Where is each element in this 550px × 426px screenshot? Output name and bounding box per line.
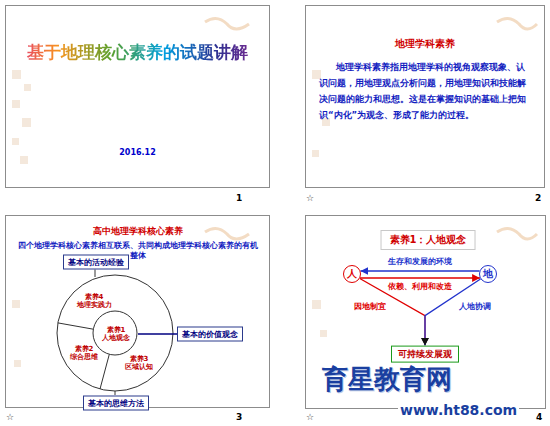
connector <box>360 277 480 278</box>
node-text: 可持续发展观 <box>398 349 452 360</box>
node-text: 素养3 <box>125 356 153 364</box>
faint-squares <box>12 70 330 367</box>
node-text: 地理学科素养 <box>306 38 544 51</box>
edge-label: 生存和发展的环境 <box>387 257 453 267</box>
node-text: 基本的思维方法 <box>88 399 144 408</box>
text-slide: 地理学科素养地理学科素养指用地理学科的视角观察现象、认识问题，用地理观点分析问题… <box>305 5 545 188</box>
node-text: 素养1 <box>107 326 126 334</box>
node-text: 高中地理学科核心素养 <box>6 225 269 238</box>
node-text: 素养4 <box>77 294 112 302</box>
node-subtext: 综合思维 <box>70 354 98 362</box>
node-text: 基本的价值观念 <box>182 330 238 339</box>
slide-number: 1 <box>236 193 242 203</box>
aspect-box: 基本的活动经验 <box>63 255 129 270</box>
aspect-box: 基本的价值观念 <box>177 327 243 342</box>
connector <box>360 270 479 271</box>
slide-number: 4 <box>536 412 542 422</box>
slide-number: 2 <box>535 193 541 203</box>
node-text: 基本的活动经验 <box>68 258 124 267</box>
node-subtext: 2016.12 <box>6 148 269 157</box>
node-subtext: 地理学科素养指用地理学科的视角观察现象、认识问题，用地理观点分析问题，用地理知识… <box>319 59 531 123</box>
ring-segment: 素养3区域认知 <box>125 356 153 371</box>
slide-number: ☆ <box>6 412 14 422</box>
node-text: 素养2 <box>70 346 98 354</box>
ring-segment: 素养4地理实践力 <box>77 294 112 309</box>
connector <box>138 333 177 334</box>
title-slide: 基于地理核心素养的试题讲解 2016.12 <box>5 5 270 188</box>
core-circle: 素养1人地观念 <box>94 312 138 356</box>
slide-frame <box>306 216 546 409</box>
human-circle: 人 <box>343 265 361 283</box>
edge-label: 因地制宜 <box>353 302 387 312</box>
aspect-box: 基本的思维方法 <box>83 396 149 411</box>
slide-number: ☆ <box>306 412 314 422</box>
slide-number: ☆ <box>306 193 314 203</box>
edge-label: 依赖、利用和改造 <box>387 282 453 292</box>
node-subtext: 区域认知 <box>125 364 153 372</box>
earth-circle: 地 <box>479 265 497 283</box>
core-ring <box>57 269 173 396</box>
node-text: 人 <box>347 267 357 281</box>
edge-label: 人地协调 <box>458 302 492 312</box>
node-subtext: 人地观念 <box>102 334 130 342</box>
result-box: 可持续发展观 <box>391 346 459 363</box>
slide-number: 3 <box>236 412 242 422</box>
node-subtext: 四个地理学科核心素养相互联系、共同构成地理学科核心素养的有机整体 <box>14 241 261 261</box>
watermark: www.ht88.com <box>398 402 519 419</box>
watermark: 育星教育网 <box>322 364 452 394</box>
node-text: 素养1：人地观念 <box>390 234 467 246</box>
node-subtext: 地理实践力 <box>77 302 112 310</box>
diagram-slide: 高中地理学科核心素养四个地理学科核心素养相互联系、共同构成地理学科核心素养的有机… <box>5 215 270 408</box>
node-text: 基于地理核心素养的试题讲解 <box>6 42 269 62</box>
heading-box: 素养1：人地观念 <box>381 230 476 250</box>
node-text: 地 <box>483 267 493 281</box>
ring-segment: 素养2综合思维 <box>70 346 98 361</box>
